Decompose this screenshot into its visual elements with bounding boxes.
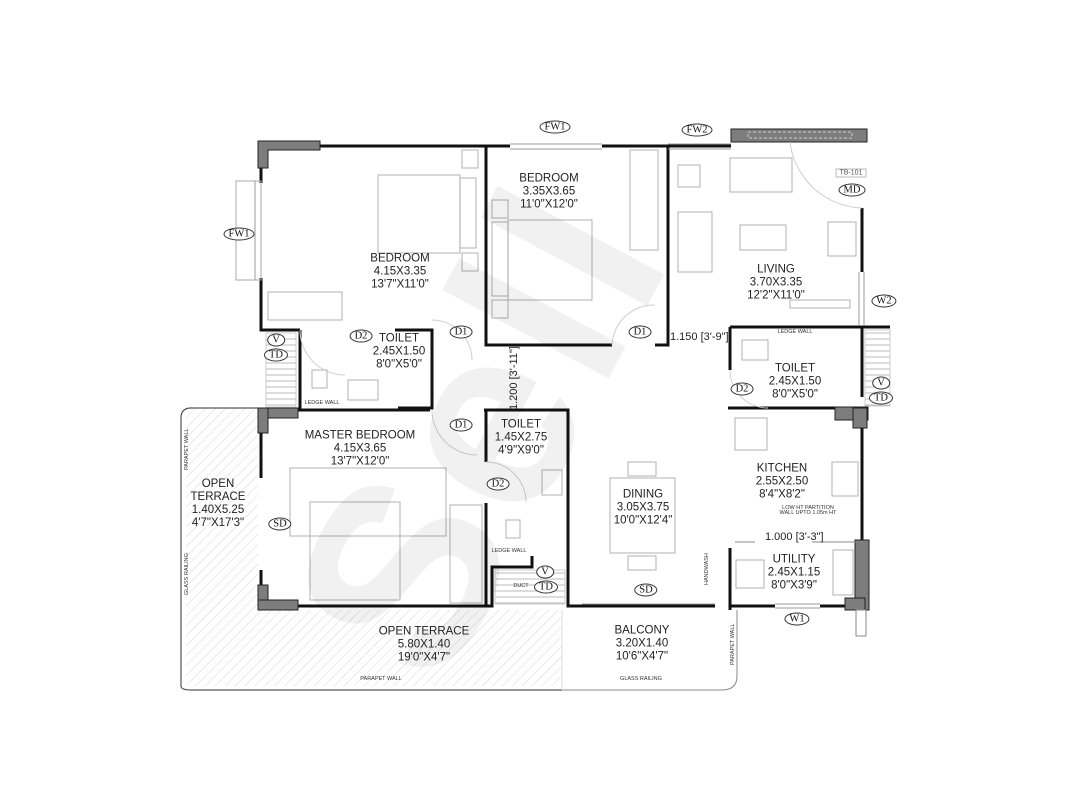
room-size-metric: 2.45X1.50 [768, 375, 822, 388]
room-size-imperial: 19'0"X4'7" [397, 651, 451, 664]
room-size-metric: 3.70X3.35 [749, 276, 803, 289]
room-name: KITCHEN [756, 462, 808, 475]
room-size-imperial: 12'2"X11'0" [747, 289, 805, 302]
annotation-label: LEDGE WALL [491, 548, 527, 554]
opening-tag: TD [869, 391, 893, 405]
room-name: BALCONY [614, 624, 670, 637]
vertical-annotation-label: GLASS RAILING [184, 553, 190, 595]
dimension-label: 1.150 [3'-9"] [670, 331, 729, 343]
opening-tag: FW1 [223, 227, 255, 241]
opening-tag: TD [264, 348, 288, 362]
opening-tag: D2 [486, 477, 510, 491]
annotation-label: GLASS RAILING [620, 676, 662, 682]
room-size-metric: 3.20X1.40 [615, 637, 669, 650]
room-name: TERRACE [190, 491, 246, 503]
room-name: BEDROOM [370, 252, 430, 265]
opening-tag: W2 [871, 294, 897, 308]
room-size-imperial: 8'0"X3'9" [771, 579, 817, 592]
opening-tag: FW2 [681, 123, 713, 137]
room-size-metric: 3.35X3.65 [522, 185, 576, 198]
opening-tag: TD [534, 580, 558, 594]
vertical-annotation-label: PARAPET WALL [184, 428, 190, 470]
opening-tag: FW1 [539, 120, 571, 134]
opening-tag: SD [268, 517, 292, 531]
room-size-imperial: 8'0"X5'0" [772, 388, 818, 401]
opening-tag: V [536, 565, 554, 579]
room-name: OPEN [201, 478, 235, 490]
opening-tag: D2 [349, 329, 373, 343]
annotation-label: PARAPET WALL [360, 676, 402, 682]
room-name: OPEN TERRACE [378, 625, 470, 638]
room-size-metric: 4.15X3.65 [333, 442, 387, 455]
room-size-imperial: 8'0"X5'0" [376, 358, 422, 371]
room-size-metric: 2.45X1.15 [767, 566, 821, 579]
room-size-metric: 5.80X1.40 [397, 638, 451, 651]
furniture [267, 149, 859, 604]
room-size-imperial: 13'7"X12'0" [330, 455, 390, 468]
dimension-label: 1.000 [3'-3"] [765, 531, 824, 543]
opening-tag: D2 [730, 382, 754, 396]
room-size-imperial: 4'7"X17'3" [191, 517, 245, 529]
room-name: LIVING [757, 263, 795, 276]
room-name: MASTER BEDROOM [304, 429, 416, 442]
opening-tag: D1 [628, 325, 652, 339]
annotation-label: WALL UPTO 1.05m HT [779, 510, 837, 516]
room-size-metric: 2.55X2.50 [755, 475, 809, 488]
room-name: TOILET [378, 332, 420, 345]
room-size-metric: 1.40X5.25 [191, 504, 245, 516]
opening-tag: V [872, 376, 890, 390]
annotation-label: TB-101 [835, 168, 867, 178]
opening-tag: D1 [449, 418, 473, 432]
vertical-annotation-label: PARAPET WALL [730, 623, 736, 665]
room-name: UTILITY [772, 553, 816, 566]
room-name: DINING [622, 488, 664, 501]
dimension-label: 1.200 [3'-11"] [508, 346, 520, 410]
room-size-metric: 2.45X1.50 [372, 345, 426, 358]
room-size-imperial: 13'7"X11'0" [371, 278, 429, 291]
opening-tag: V [267, 333, 285, 347]
room-size-imperial: 10'6"X4'7" [615, 650, 669, 663]
room-size-imperial: 10'0"X12'4" [613, 514, 673, 527]
room-size-metric: 3.05X3.75 [616, 501, 670, 514]
open-terrace-hatch [180, 407, 738, 691]
annotation-label: LEDGE WALL [304, 400, 340, 406]
room-name: TOILET [774, 362, 816, 375]
vertical-annotation-label: HANDWASH [704, 553, 710, 585]
annotation-label: LOW HT PARTITION [782, 505, 834, 511]
opening-tag: SD [634, 583, 658, 597]
room-size-metric: 4.15X3.35 [373, 265, 427, 278]
opening-tag: D1 [449, 325, 473, 339]
room-name: BEDROOM [519, 172, 579, 185]
annotation-label: DUCT [513, 583, 529, 589]
room-size-imperial: 4'9"X9'0" [498, 444, 544, 457]
room-size-metric: 1.45X2.75 [494, 431, 548, 444]
room-name: TOILET [500, 418, 542, 431]
opening-tag: MD [838, 183, 866, 197]
room-size-imperial: 11'0"X12'0" [520, 198, 578, 211]
annotation-label: LEDGE WALL [777, 329, 813, 335]
room-size-imperial: 8'4"X8'2" [759, 488, 805, 501]
opening-tag: W1 [784, 612, 810, 626]
